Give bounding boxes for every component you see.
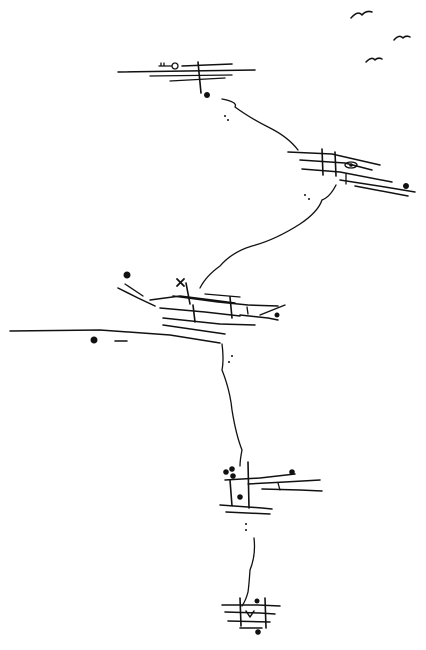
junction-3	[9, 271, 286, 344]
dot-marker	[123, 271, 131, 279]
dot-marker	[255, 629, 261, 635]
bird-icon	[393, 35, 411, 41]
dot-marker	[274, 312, 280, 318]
bird-icon	[365, 57, 383, 63]
path-segment-2	[199, 184, 337, 289]
eye-icon	[344, 161, 358, 169]
path-segment-1	[221, 98, 299, 151]
dot-marker	[403, 183, 409, 189]
junction-5	[221, 597, 281, 635]
club-marker-icon	[223, 466, 236, 479]
junction-2	[287, 148, 416, 197]
dot-marker	[289, 469, 295, 475]
dot-marker	[204, 92, 210, 98]
junction-4	[219, 461, 323, 515]
birds-group	[350, 10, 411, 63]
dot-marker	[90, 336, 98, 344]
path-segment-4	[241, 523, 256, 607]
bird-icon	[350, 10, 373, 19]
x-mark-icon	[176, 278, 185, 287]
key-icon	[158, 62, 179, 70]
dot-marker	[254, 598, 260, 604]
dot-marker	[237, 494, 243, 500]
junction-1	[117, 61, 256, 98]
path-segment-3	[221, 343, 243, 467]
